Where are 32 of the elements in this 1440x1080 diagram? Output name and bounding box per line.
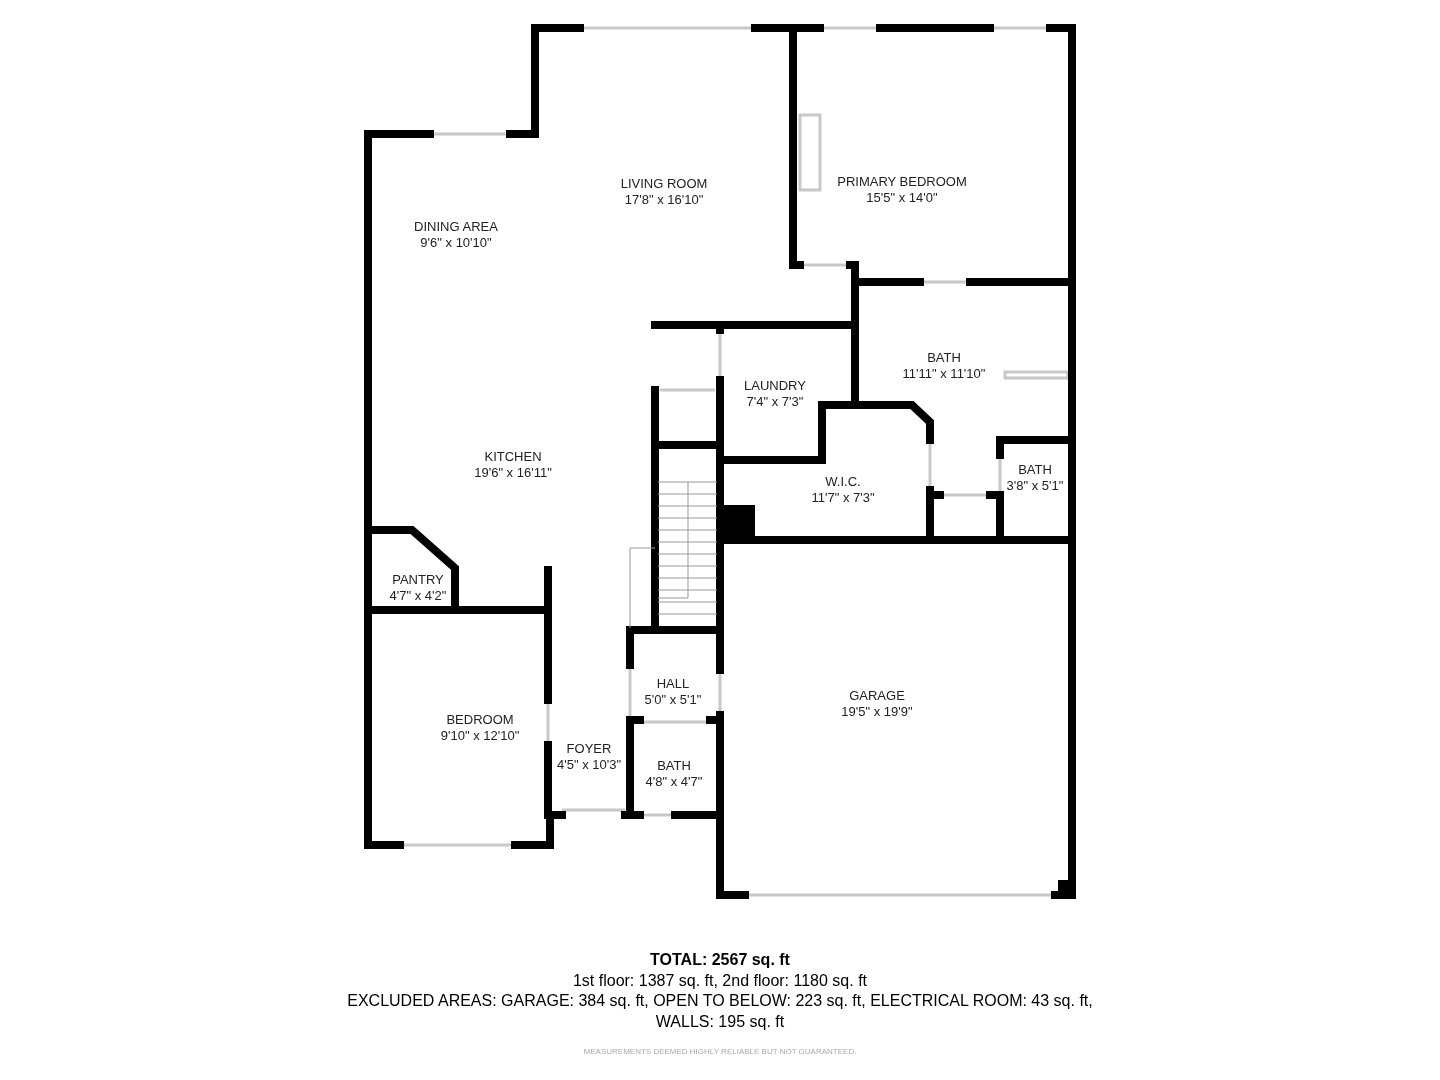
room-dimensions: 17'8" x 16'10" [624, 192, 704, 208]
room-dimensions: 9'10" x 12'10" [440, 728, 520, 744]
excluded-areas-note: EXCLUDED AREAS: GARAGE: 384 sq. ft, OPEN TO BELOW: 223 sq. ft, ELECTRICAL ROOM: 43 sq. ft, WALLS: 195 sq. ft [346, 991, 1094, 1032]
room-dimensions: 5'0" x 5'1" [644, 692, 702, 708]
room-name: PRIMARY BEDROOM [837, 174, 967, 190]
room-dimensions: 11'11" x 11'10" [902, 366, 986, 382]
disclaimer-note: MEASUREMENTS DEEMED HIGHLY RELIABLE BUT NOT GUARANTEED. [582, 1046, 858, 1058]
room-dimensions: 4'8" x 4'7" [645, 774, 703, 790]
room-dimensions: 19'6" x 16'11" [474, 465, 552, 481]
room-dimensions: 19'5" x 19'9" [841, 704, 913, 720]
room-name: FOYER [566, 741, 612, 757]
room-dimensions: 4'5" x 10'3" [556, 757, 622, 773]
area-summary: 1st floor: 1387 sq. ft, 2nd floor: 1180 sq. ft [571, 971, 869, 991]
room-name: LAUNDRY [744, 378, 806, 394]
room-name: HALL [656, 676, 690, 692]
room-name: GARAGE [849, 688, 905, 704]
room-name: PANTRY [392, 572, 444, 588]
room-dimensions: 3'8" x 5'1" [1006, 478, 1064, 494]
room-name: KITCHEN [484, 449, 542, 465]
room-name: BATH [1018, 462, 1052, 478]
room-name: BATH [927, 350, 961, 366]
room-dimensions: 9'6" x 10'10" [420, 235, 492, 251]
room-name: W.I.C. [825, 474, 861, 490]
room-name: BATH [657, 758, 691, 774]
room-dimensions: 15'5" x 14'0" [866, 190, 938, 206]
room-dimensions: 4'7" x 4'2" [389, 588, 447, 604]
area-total: TOTAL: 2567 sq. ft [649, 950, 791, 970]
room-name: BEDROOM [446, 712, 514, 728]
room-name: DINING AREA [414, 219, 498, 235]
room-dimensions: 7'4" x 7'3" [746, 394, 804, 410]
room-dimensions: 11'7" x 7'3" [811, 490, 875, 506]
room-name: LIVING ROOM [620, 176, 708, 192]
